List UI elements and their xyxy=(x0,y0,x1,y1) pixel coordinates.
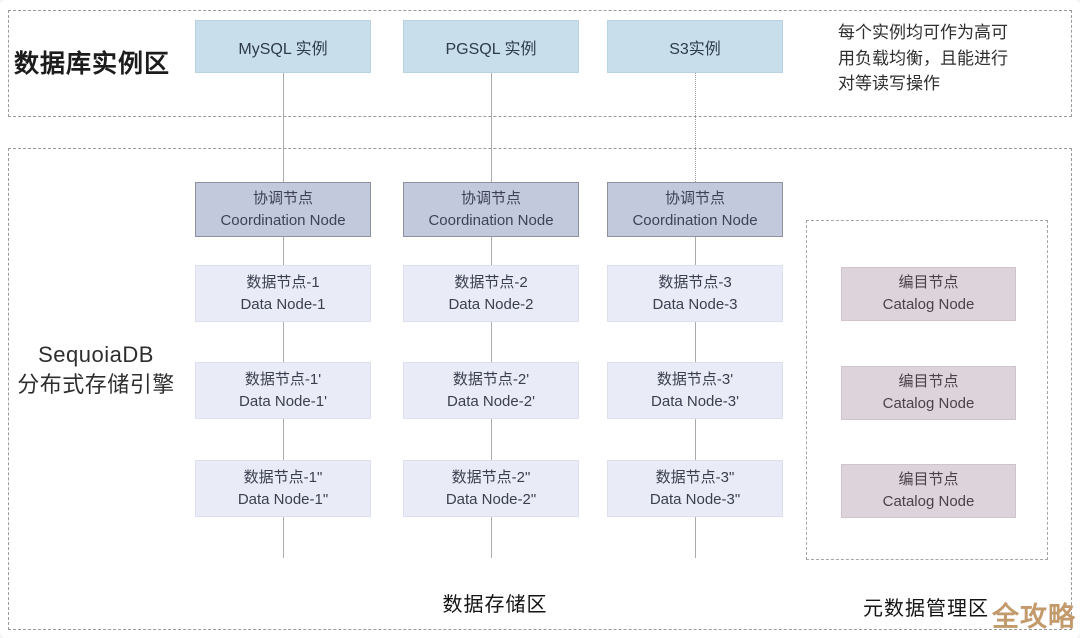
note-line-3: 对等读写操作 xyxy=(838,74,940,93)
catalog-node-2-zh: 编目节点 xyxy=(898,373,959,391)
catalog-node-3: 编目节点 Catalog Node xyxy=(841,464,1016,518)
catalog-node-3-en: Catalog Node xyxy=(882,493,975,510)
data-node-2-prime-zh: 数据节点-2' xyxy=(452,370,530,388)
data-node-1-doubleprime: 数据节点-1" Data Node-1" xyxy=(195,460,371,517)
data-node-1-doubleprime-en: Data Node-1" xyxy=(237,490,329,508)
data-node-1-prime: 数据节点-1' Data Node-1' xyxy=(195,362,371,419)
watermark-text: 全攻略 xyxy=(992,602,1076,632)
data-node-3-prime-zh: 数据节点-3' xyxy=(656,370,734,388)
coordination-node-1: 协调节点 Coordination Node xyxy=(195,182,371,237)
data-node-2-doubleprime: 数据节点-2" Data Node-2" xyxy=(403,460,579,517)
storage-engine-zone-frame xyxy=(8,148,1072,630)
catalog-zone-frame xyxy=(806,220,1048,560)
data-node-3-doubleprime-en: Data Node-3" xyxy=(649,490,741,508)
data-node-1-prime-zh: 数据节点-1' xyxy=(244,370,322,388)
mysql-instance-node: MySQL 实例 xyxy=(195,20,371,73)
coordination-node-3-zh: 协调节点 xyxy=(664,189,725,207)
catalog-node-3-zh: 编目节点 xyxy=(898,471,959,489)
data-node-1-zh: 数据节点-1 xyxy=(246,273,320,291)
coordination-node-2: 协调节点 Coordination Node xyxy=(403,182,579,237)
catalog-node-2-en: Catalog Node xyxy=(882,395,975,412)
data-node-3-en: Data Node-3 xyxy=(652,295,738,313)
data-node-2-prime: 数据节点-2' Data Node-2' xyxy=(403,362,579,419)
data-node-2-prime-en: Data Node-2' xyxy=(447,392,535,410)
connector-s3-to-coordination xyxy=(695,73,696,182)
data-node-3-prime: 数据节点-3' Data Node-3' xyxy=(607,362,783,419)
data-node-1-en: Data Node-1 xyxy=(240,295,326,313)
pgsql-instance-node: PGSQL 实例 xyxy=(403,20,579,73)
instance-zone-note: 每个实例均可作为高可 用负载均衡，且能进行 对等读写操作 xyxy=(838,20,1043,97)
data-node-3-prime-en: Data Node-3' xyxy=(651,392,739,410)
engine-label: SequoiaDB 分布式存储引擎 xyxy=(8,340,184,399)
metadata-zone-title: 元数据管理区 xyxy=(863,598,989,620)
coordination-node-3-en: Coordination Node xyxy=(632,211,758,229)
note-line-2: 用负载均衡，且能进行 xyxy=(838,48,1008,68)
connector-pgsql-to-coordination xyxy=(491,73,492,182)
data-node-3-doubleprime-zh: 数据节点-3" xyxy=(655,468,735,486)
coordination-node-2-en: Coordination Node xyxy=(428,211,554,229)
database-instance-zone-frame xyxy=(8,10,1072,117)
data-node-3-doubleprime: 数据节点-3" Data Node-3" xyxy=(607,460,783,517)
data-node-3-zh: 数据节点-3 xyxy=(658,273,732,291)
data-node-1-prime-en: Data Node-1' xyxy=(239,392,327,410)
data-node-2-zh: 数据节点-2 xyxy=(454,273,528,291)
data-node-1: 数据节点-1 Data Node-1 xyxy=(195,265,371,322)
storage-zone-title: 数据存储区 xyxy=(442,594,548,616)
coordination-node-1-en: Coordination Node xyxy=(220,211,346,229)
catalog-node-1-en: Catalog Node xyxy=(882,296,975,313)
data-node-1-doubleprime-zh: 数据节点-1" xyxy=(243,468,323,486)
coordination-node-1-zh: 协调节点 xyxy=(252,189,313,207)
data-node-3: 数据节点-3 Data Node-3 xyxy=(607,265,783,322)
catalog-node-1-zh: 编目节点 xyxy=(898,274,959,292)
s3-instance-node: S3实例 xyxy=(607,20,783,73)
catalog-node-1: 编目节点 Catalog Node xyxy=(841,267,1016,321)
data-node-2-en: Data Node-2 xyxy=(448,295,534,313)
data-node-2-doubleprime-en: Data Node-2" xyxy=(445,490,537,508)
coordination-node-2-zh: 协调节点 xyxy=(460,189,521,207)
note-line-1: 每个实例均可作为高可 xyxy=(838,23,1008,42)
coordination-node-3: 协调节点 Coordination Node xyxy=(607,182,783,237)
catalog-node-2: 编目节点 Catalog Node xyxy=(841,366,1016,420)
connector-mysql-to-coordination xyxy=(283,73,284,182)
engine-label-line1: SequoiaDB xyxy=(38,342,154,367)
instance-zone-title: 数据库实例区 xyxy=(14,50,171,78)
data-node-2: 数据节点-2 Data Node-2 xyxy=(403,265,579,322)
engine-label-line2: 分布式存储引擎 xyxy=(17,371,175,397)
data-node-2-doubleprime-zh: 数据节点-2" xyxy=(451,468,531,486)
